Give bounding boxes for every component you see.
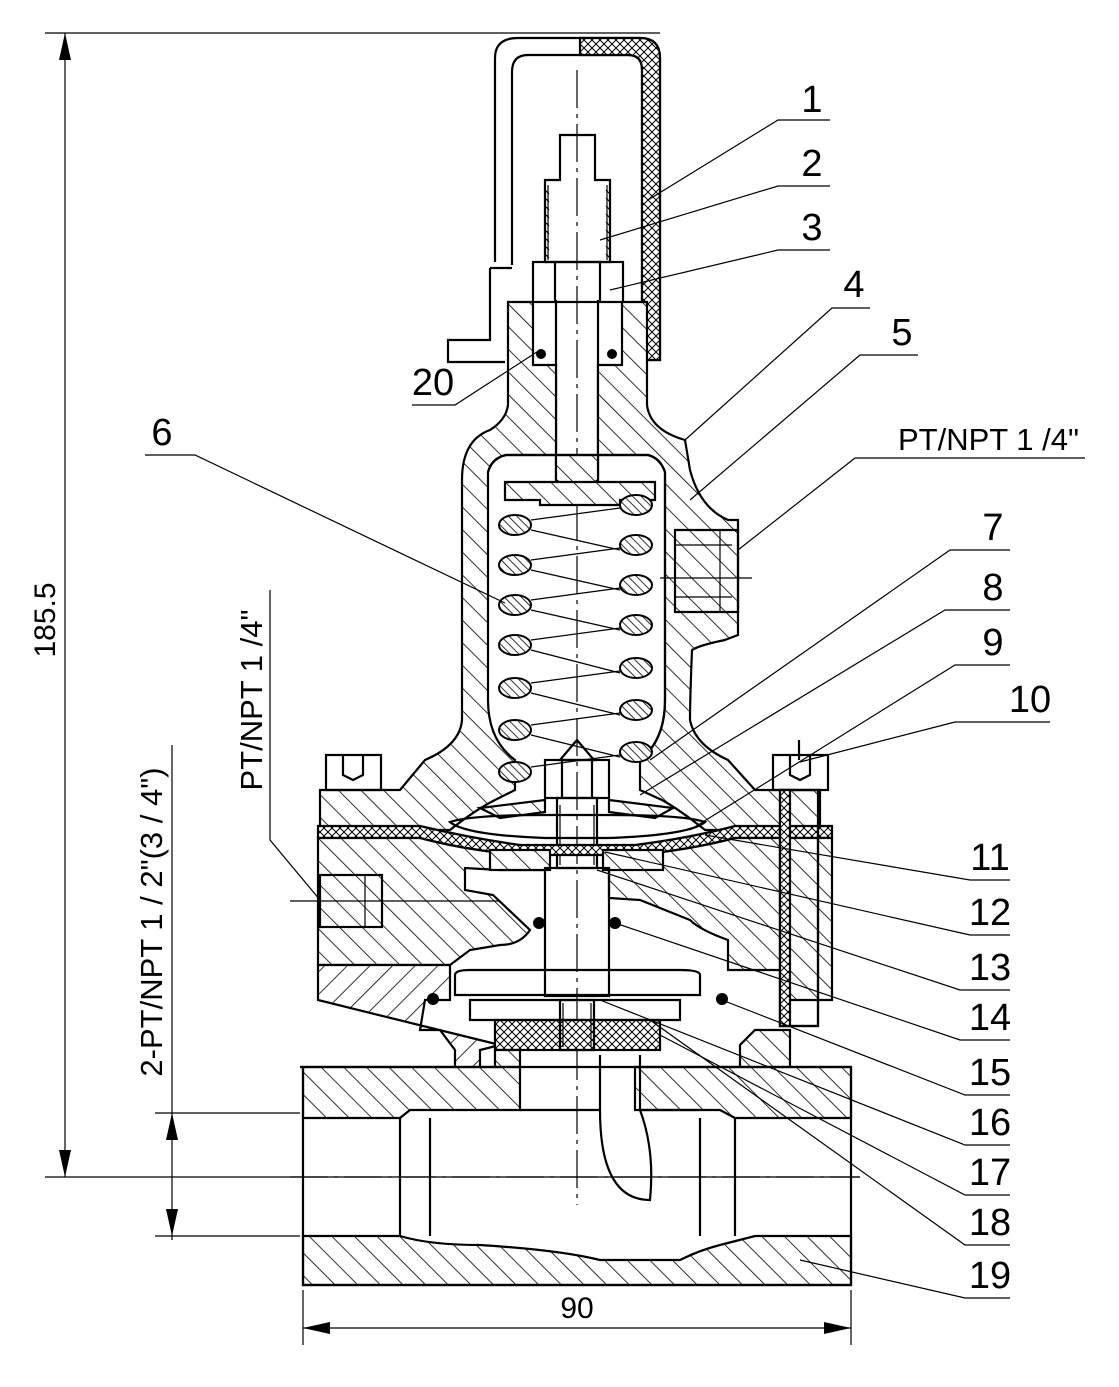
part-label-12: 12 <box>969 892 1011 934</box>
part-label-7: 7 <box>982 507 1003 549</box>
part-label-18: 18 <box>969 1202 1011 1244</box>
part-label-15: 15 <box>969 1052 1011 1094</box>
cap <box>446 36 662 364</box>
part-label-14: 14 <box>969 997 1011 1039</box>
lower-housing <box>290 836 834 1077</box>
valve-disc <box>453 968 702 1052</box>
part-label-16: 16 <box>969 1102 1011 1144</box>
height-dimension-value: 185.5 <box>29 582 62 657</box>
bonnet-port-label: PT/NPT 1 /4" <box>898 422 1079 457</box>
part-label-9: 9 <box>982 622 1003 664</box>
part-label-1: 1 <box>801 79 822 121</box>
part-label-8: 8 <box>982 567 1003 609</box>
part-label-3: 3 <box>801 207 822 249</box>
lock-nut <box>531 260 625 304</box>
part-label-2: 2 <box>801 143 822 185</box>
part-label-6: 6 <box>151 412 172 454</box>
width-dimension-value: 90 <box>560 1292 593 1325</box>
part-label-4: 4 <box>843 264 864 306</box>
part-label-17: 17 <box>969 1152 1011 1194</box>
leader-lines <box>145 119 1085 1299</box>
part-label-19: 19 <box>969 1255 1011 1297</box>
inlet-dimension-label: 2-PT/NPT 1 / 2"(3 / 4") <box>134 767 169 1076</box>
stem-assembly <box>447 738 708 870</box>
part-number-labels: 1 2 3 4 5 6 7 8 9 10 11 12 13 14 15 16 1… <box>151 79 1051 1297</box>
part-label-10: 10 <box>1009 679 1051 721</box>
body-port-label: PT/NPT 1 /4" <box>234 610 269 791</box>
part-label-20: 20 <box>412 362 454 404</box>
inlet-dimension: 2-PT/NPT 1 / 2"(3 / 4") <box>134 745 300 1240</box>
width-dimension: 90 <box>302 1290 852 1345</box>
part-label-5: 5 <box>891 312 912 354</box>
bonnet <box>318 300 822 832</box>
spring <box>498 480 657 783</box>
valve-body <box>300 1028 853 1287</box>
part-label-11: 11 <box>970 837 1009 879</box>
height-dimension: 185.5 <box>29 32 860 1178</box>
part-label-13: 13 <box>969 947 1011 989</box>
